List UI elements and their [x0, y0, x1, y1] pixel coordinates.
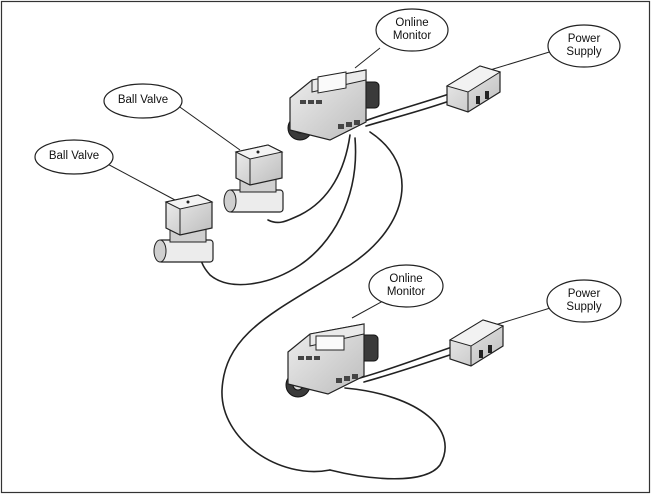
label-power-supply-top: Power Supply [548, 33, 620, 59]
label-ball-valve-left: Ball Valve [35, 150, 113, 163]
ball-valve-left-device [153, 194, 214, 263]
power-supply-top-device [445, 65, 502, 113]
cable-monitor-monitor [221, 131, 403, 473]
cable-monitor-power-bottom [359, 344, 459, 379]
label-online-monitor-bottom: Online Monitor [369, 273, 443, 299]
label-ball-valve-right-text: Ball Valve [117, 94, 169, 106]
ellipse-ball-valve-right [103, 83, 183, 119]
label-power-supply-bottom-line1: Power [567, 288, 601, 300]
power-supply-bottom-device [448, 319, 505, 367]
online-monitor-bottom-device [285, 323, 379, 398]
ellipse-power-supply-top [547, 24, 621, 68]
ellipse-power-supply-bottom [546, 279, 622, 323]
ball-valve-right-device [223, 144, 284, 213]
cable-monitor-valve-right [267, 134, 351, 224]
leader-lines [99, 47, 561, 326]
label-ball-valve-right: Ball Valve [104, 94, 182, 107]
online-monitor-top-device [287, 69, 380, 141]
label-ellipses [34, 8, 622, 323]
ellipse-online-monitor-top [375, 8, 449, 52]
cable-monitor-loop [329, 387, 446, 480]
ellipse-ball-valve-left [34, 139, 114, 175]
cable-monitor-power-top [361, 91, 456, 123]
cable-monitor-valve-left [199, 137, 357, 286]
label-power-supply-top-line1: Power [567, 33, 601, 45]
label-online-monitor-bottom-line2: Monitor [386, 286, 426, 298]
label-ball-valve-left-text: Ball Valve [48, 150, 100, 162]
label-online-monitor-top-line2: Monitor [392, 30, 432, 42]
label-online-monitor-top-line1: Online [395, 17, 429, 29]
label-power-supply-top-line2: Supply [566, 46, 602, 58]
label-online-monitor-top: Online Monitor [376, 17, 448, 43]
label-online-monitor-bottom-line1: Online [389, 273, 423, 285]
ellipse-online-monitor-bottom [368, 264, 444, 308]
label-power-supply-bottom-line2: Supply [566, 301, 602, 313]
label-power-supply-bottom: Power Supply [547, 288, 621, 314]
